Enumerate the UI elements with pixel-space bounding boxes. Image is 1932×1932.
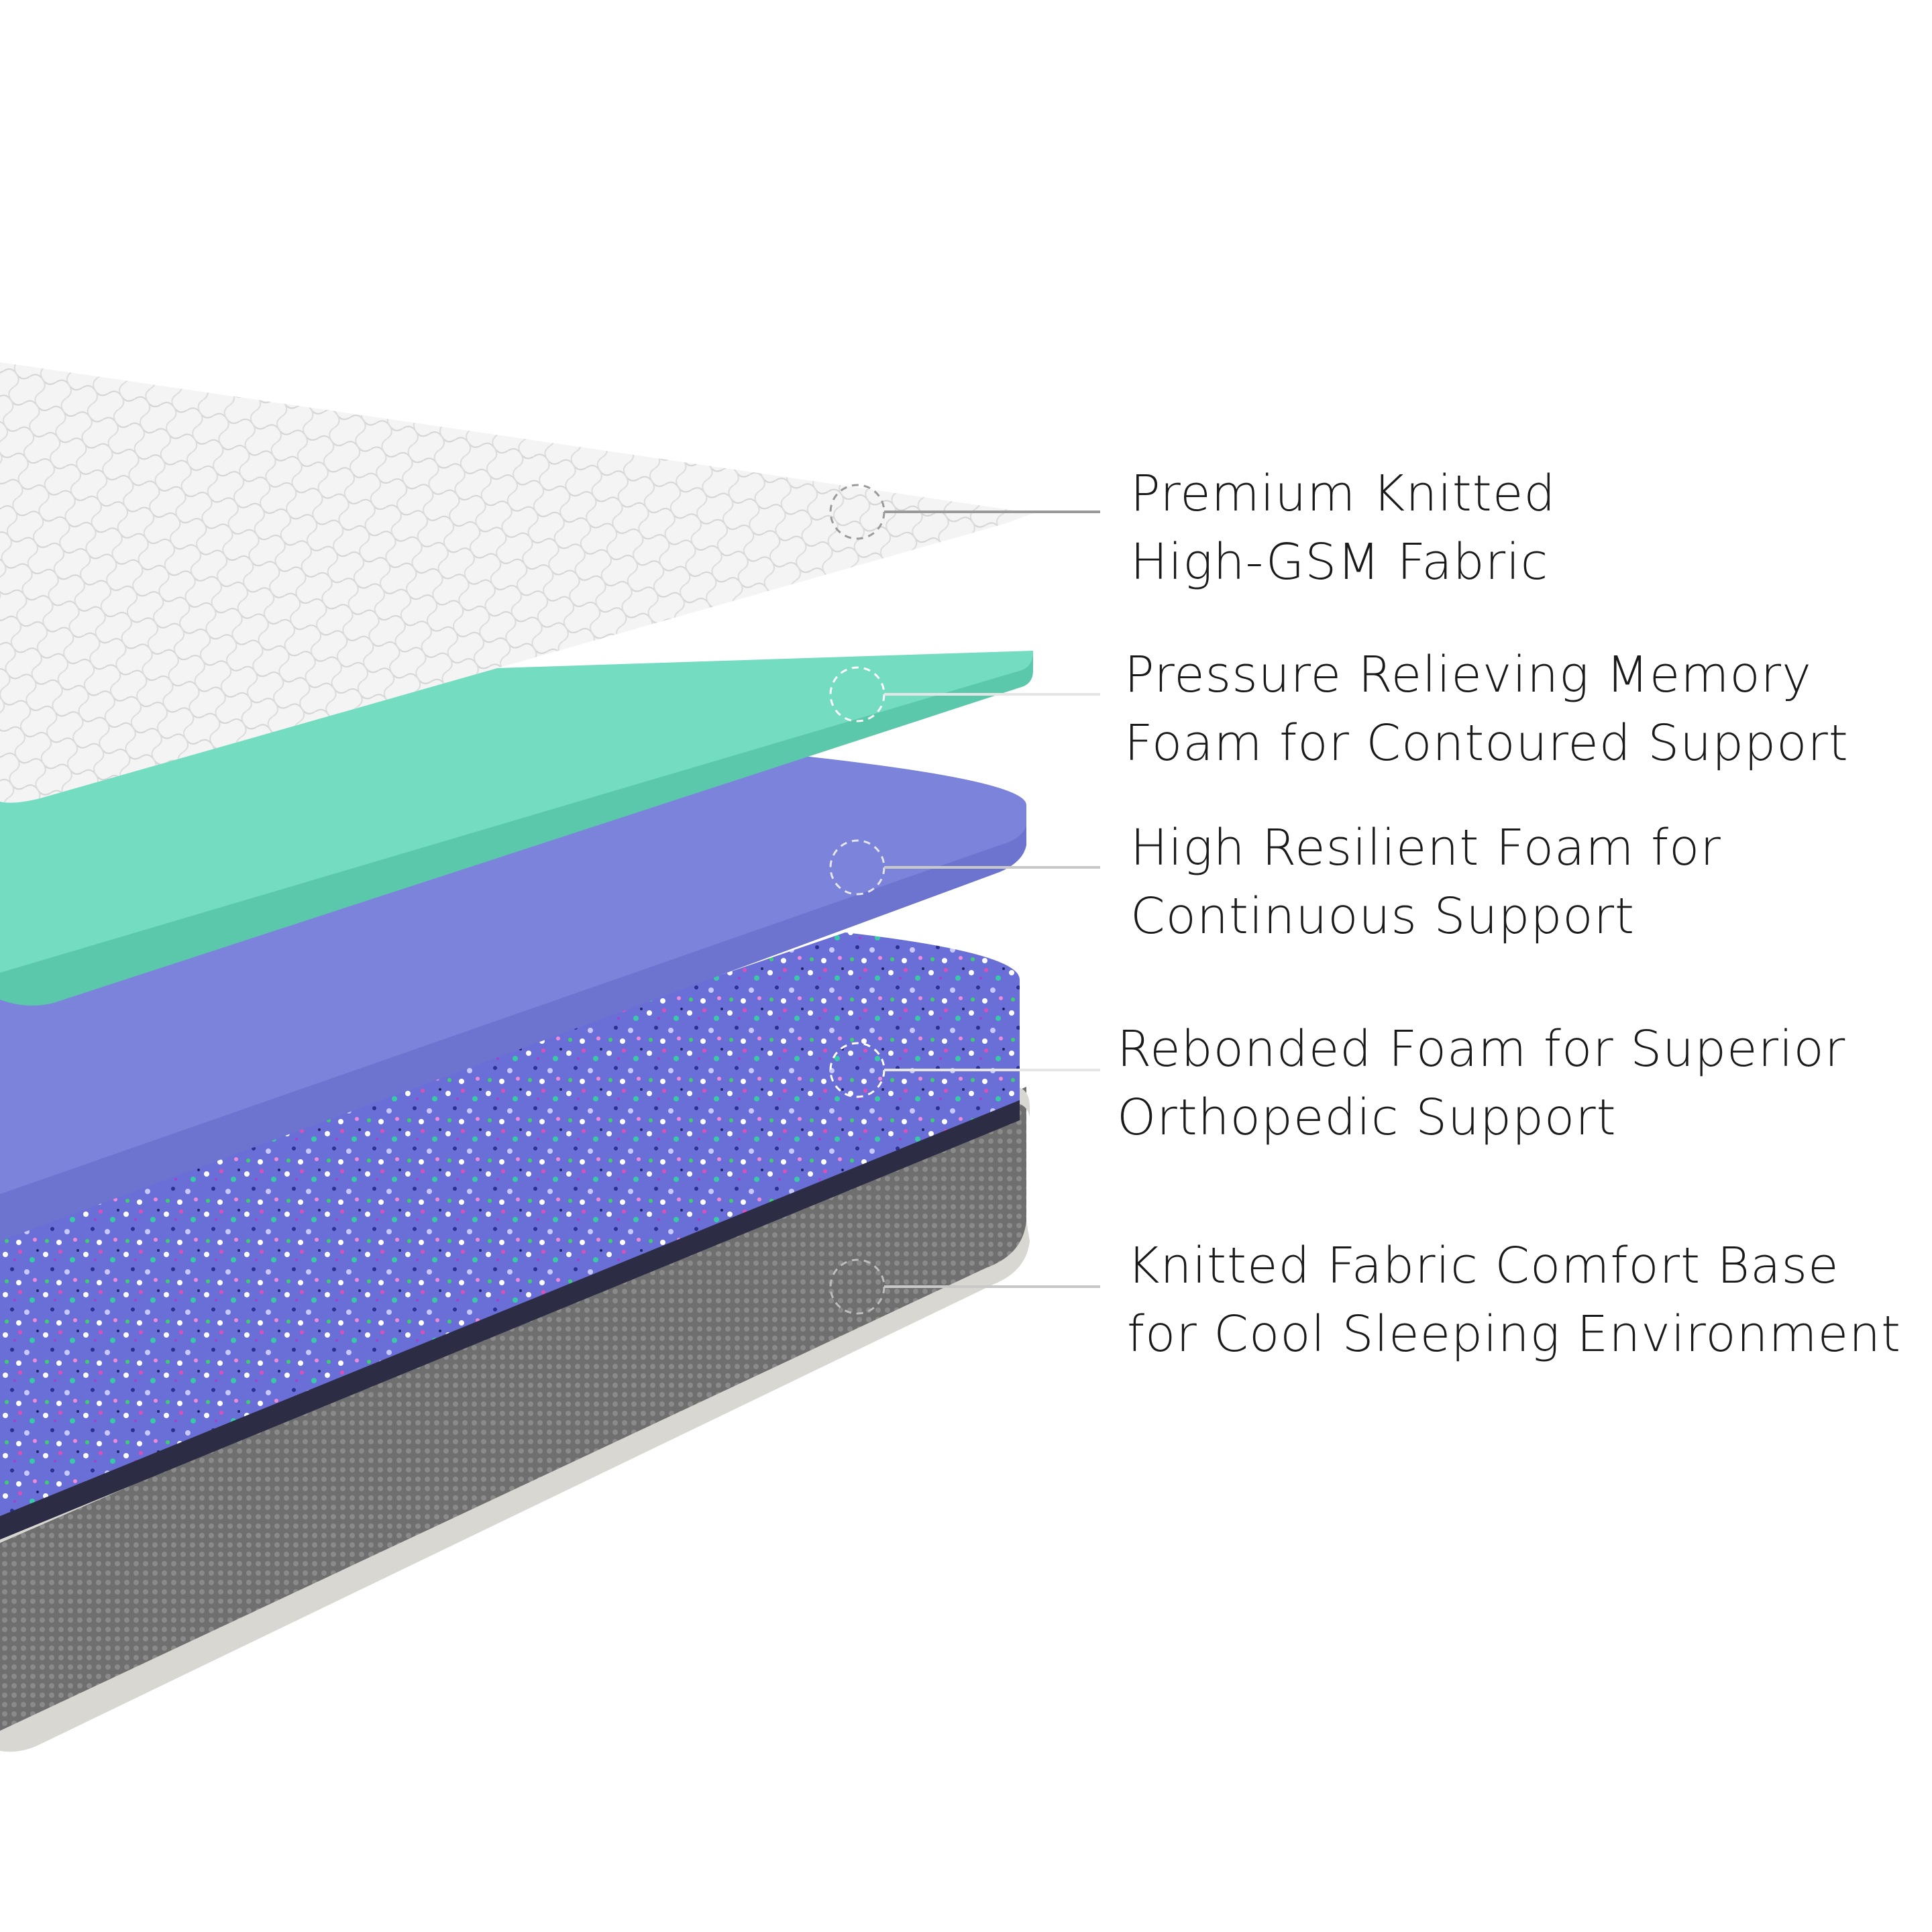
label-fabric-top-line2: High-GSM Fabric [1130,533,1549,591]
callout-fabric-top [829,484,1100,540]
knitted-fabric-layer [0,362,1033,803]
label-fabric-top: Premium Knitted High-GSM Fabric [1130,460,1556,596]
label-rebonded-foam-line2: Orthopedic Support [1117,1089,1617,1146]
label-rebonded-foam: Rebonded Foam for Superior Orthopedic Su… [1117,1015,1845,1152]
label-memory-foam: Pressure Relieving Memory Foam for Conto… [1124,641,1849,777]
rebonded-foam-layer [0,932,1020,1540]
label-fabric-top-line1: Premium Knitted [1130,465,1556,523]
memory-foam-layer [0,651,1033,1006]
label-resilient-foam: High Resilient Foam for Continuous Suppo… [1130,814,1721,951]
callout-comfort-base [829,1258,1100,1315]
label-comfort-base: Knitted Fabric Comfort Base for Cool Sle… [1127,1232,1901,1368]
label-resilient-foam-line2: Continuous Support [1130,888,1635,945]
label-memory-foam-line1: Pressure Relieving Memory [1124,646,1812,704]
callout-memory-foam [829,666,1100,722]
label-rebonded-foam-line1: Rebonded Foam for Superior [1117,1020,1846,1078]
label-comfort-base-line1: Knitted Fabric Comfort Base [1127,1237,1839,1295]
label-resilient-foam-line1: High Resilient Foam for [1130,819,1721,877]
callout-resilient-foam [829,839,1100,896]
label-comfort-base-line2: for Cool Sleeping Environment [1127,1305,1902,1363]
label-memory-foam-line2: Foam for Contoured Support [1124,714,1849,772]
callout-rebonded-foam [829,1042,1100,1098]
